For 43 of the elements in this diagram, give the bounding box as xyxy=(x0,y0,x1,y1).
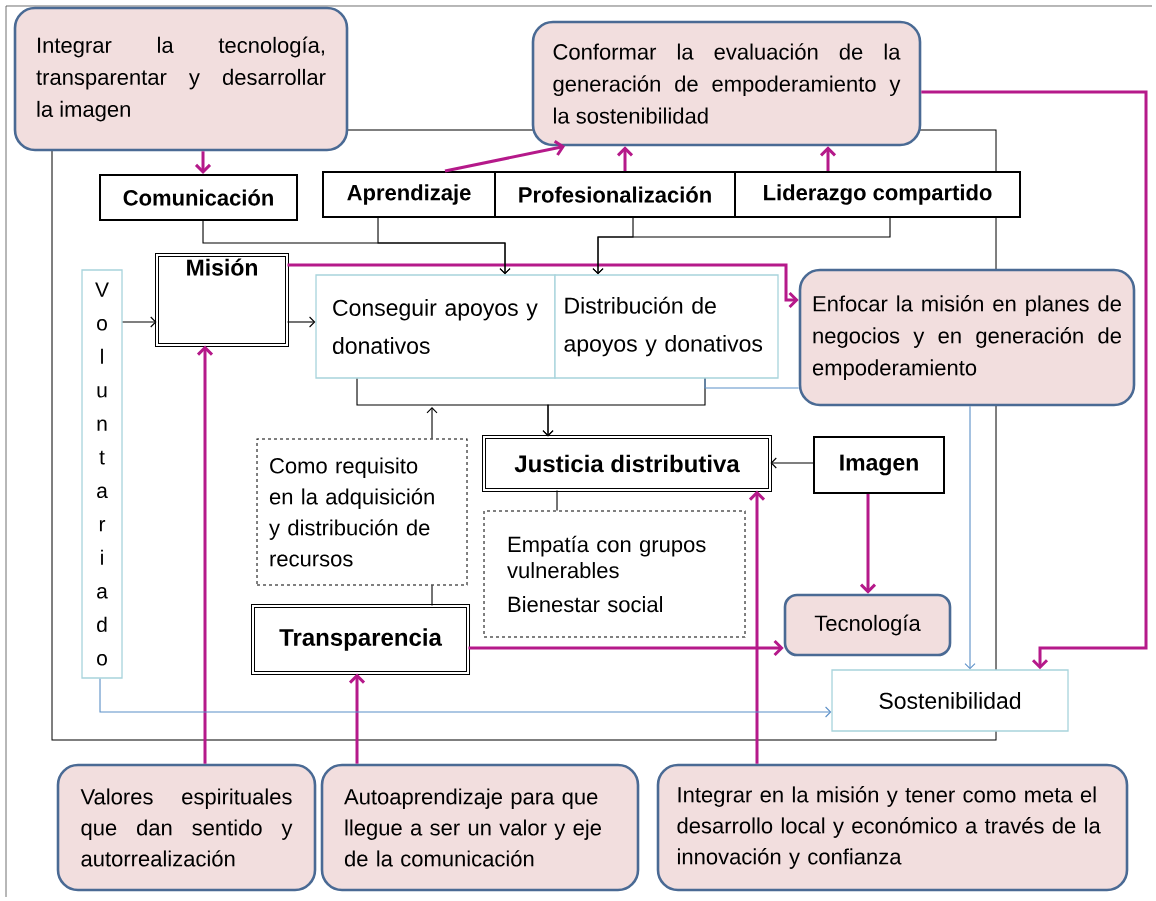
arrow xyxy=(444,140,565,173)
process-box: Conseguir apoyos y donativos xyxy=(315,274,556,379)
concept-box: Aprendizaje xyxy=(322,171,496,218)
dashed-box: Empatía con grupos vulnerables Bienestar social xyxy=(483,510,746,638)
arrow xyxy=(770,457,814,469)
callout-box: Autoaprendizaje para que llegue a ser un valor y eje de la comunicación xyxy=(320,763,640,892)
arrow xyxy=(99,678,832,718)
concept-box: Liderazgo compartido xyxy=(734,171,1021,218)
process-box: Sostenibilidad xyxy=(831,669,1069,732)
dashed-box: Como requisito en la adquisición y distribución de recursos xyxy=(256,438,468,586)
connector-line xyxy=(556,489,558,512)
double-border-box: Misión xyxy=(155,253,289,347)
arrow xyxy=(377,217,511,275)
arrow xyxy=(348,673,366,764)
concept-box: Imagen xyxy=(813,436,945,494)
arrow xyxy=(964,405,976,670)
arrow xyxy=(286,316,316,328)
arrow xyxy=(196,345,214,764)
vertical-box: V o l u n t a r i a d o xyxy=(81,269,123,679)
arrow xyxy=(921,90,1148,670)
process-box: Distribución de apoyos y donativos xyxy=(554,274,779,379)
callout-box: Integrar la tecnología, transparentar y desarrollar la imagen xyxy=(13,6,349,152)
connector-line xyxy=(704,378,800,389)
callout-box: Integrar en la misión y tener como meta el desarrollo local y económico a través de la innovación y confianza xyxy=(656,763,1129,892)
concept-box: Profesionalización xyxy=(494,171,736,218)
arrow xyxy=(859,494,877,594)
double-border-box: Justicia distributiva xyxy=(482,435,772,492)
callout-box: Enfocar la misión en planes de negocios y en generación de empoderamiento xyxy=(798,268,1136,407)
arrow xyxy=(748,490,766,764)
connector-line xyxy=(431,584,433,607)
arrow xyxy=(616,146,634,171)
arrow xyxy=(122,316,157,328)
arrow xyxy=(194,151,212,174)
double-border-box: Transparencia xyxy=(251,604,470,675)
callout-box: Tecnología xyxy=(783,593,952,657)
arrow xyxy=(592,217,891,275)
callout-box: Conformar la evaluación de la generación de empoderamiento y la sostenibilidad xyxy=(531,20,922,147)
callout-box: Valores espirituales que dan sentido y autorrealización xyxy=(56,763,317,892)
arrow xyxy=(468,639,784,657)
arrow xyxy=(426,407,438,440)
arrow xyxy=(287,263,799,309)
arrow xyxy=(819,146,837,171)
concept-box: Comunicación xyxy=(99,174,298,221)
